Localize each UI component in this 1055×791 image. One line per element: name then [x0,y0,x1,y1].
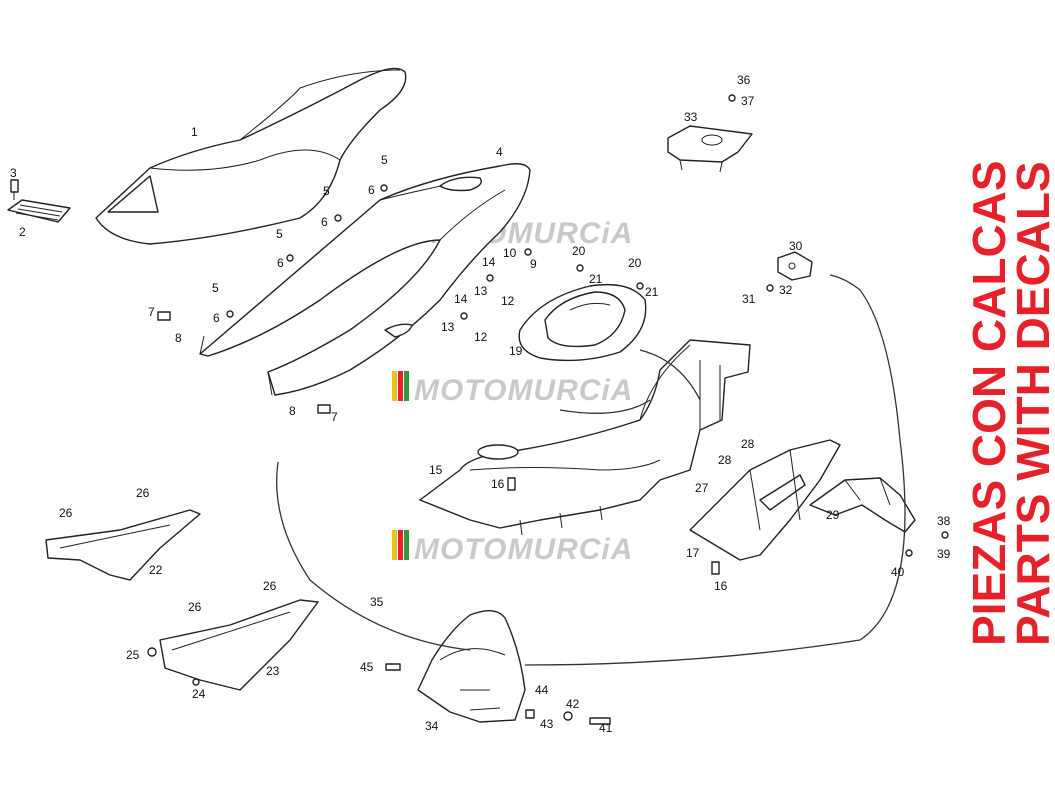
callout-23: 23 [266,664,280,678]
callout-19: 19 [509,344,523,358]
callout-29: 29 [826,508,840,522]
callout-28a: 28 [741,437,755,451]
callout-44: 44 [535,683,549,697]
seat-drawing [95,67,407,245]
small-bracket-30 [777,251,813,281]
callout-numbers: 1 2 3 4 5 5 5 5 6 6 6 6 7 7 8 8 9 10 12 … [10,73,951,735]
callout-5d: 5 [212,281,219,295]
callout-40: 40 [891,565,905,579]
watermark-text: MOTOMURCiA [414,374,633,407]
side-panel-23 [159,599,319,691]
callout-10: 10 [503,246,517,260]
side-label-english: PARTS WITH DECALS [1007,161,1055,646]
callout-7a: 7 [148,305,155,319]
fasteners [147,94,949,725]
callout-5a: 5 [381,153,388,167]
callout-13b: 13 [441,320,455,334]
callout-28b: 28 [718,453,732,467]
callout-30: 30 [789,239,803,253]
callout-43: 43 [540,717,554,731]
side-strip-22 [45,509,201,581]
callout-12b: 12 [474,330,488,344]
cover-plate-33 [667,125,753,173]
callout-38: 38 [937,514,951,528]
callout-12a: 12 [501,294,515,308]
callout-24: 24 [192,687,206,701]
callout-25: 25 [126,648,140,662]
callout-35: 35 [370,595,384,609]
callout-15: 15 [429,463,443,477]
callout-32: 32 [779,283,793,297]
watermark-2: MOTOMURCiA [392,371,633,407]
callout-26b: 26 [136,486,150,500]
callout-2: 2 [19,225,26,239]
callout-20b: 20 [628,256,642,270]
callout-16a: 16 [491,477,505,491]
callout-14a: 14 [482,255,496,269]
callout-42: 42 [566,697,580,711]
rear-bracket-drawing [809,477,916,533]
callout-34: 34 [425,719,439,733]
callout-6a: 6 [368,183,375,197]
watermark-text: MOTOMURCiA [414,533,633,566]
callout-45: 45 [360,660,374,674]
mudguard-34 [417,610,526,723]
callout-26d: 26 [263,579,277,593]
callout-9: 9 [530,257,537,271]
callout-7b: 7 [331,410,338,424]
callout-39: 39 [937,547,951,561]
side-label-spanish: PIEZAS CON CALCAS [963,160,1015,646]
callout-36: 36 [737,73,751,87]
callout-26a: 26 [59,506,73,520]
callout-41: 41 [599,721,613,735]
callout-13a: 13 [474,284,488,298]
callout-37: 37 [741,94,755,108]
callout-4: 4 [496,145,503,159]
tail-fairing-drawing [199,163,531,396]
callout-1: 1 [191,125,198,139]
callout-21b: 21 [645,285,659,299]
callout-5b: 5 [323,184,330,198]
gasket-drawing [518,283,647,362]
callout-6d: 6 [213,311,220,325]
callout-21a: 21 [589,272,603,286]
callout-22: 22 [149,563,163,577]
callout-14b: 14 [454,292,468,306]
callout-27: 27 [695,481,709,495]
callout-6c: 6 [277,256,284,270]
callout-16b: 16 [714,579,728,593]
callout-17: 17 [686,546,700,560]
callout-5c: 5 [276,227,283,241]
rear-inner-panel-drawing [689,439,841,561]
callout-6b: 6 [321,215,328,229]
callout-8b: 8 [289,404,296,418]
callout-33: 33 [684,110,698,124]
callout-3: 3 [10,166,17,180]
underseat-tray-drawing [419,339,751,536]
callout-26c: 26 [188,600,202,614]
callout-8a: 8 [175,331,182,345]
watermark-3: MOTOMURCiA [392,530,633,566]
callout-31: 31 [742,292,756,306]
callout-20a: 20 [572,244,586,258]
grille-drawing [7,179,71,223]
cables [276,274,906,666]
